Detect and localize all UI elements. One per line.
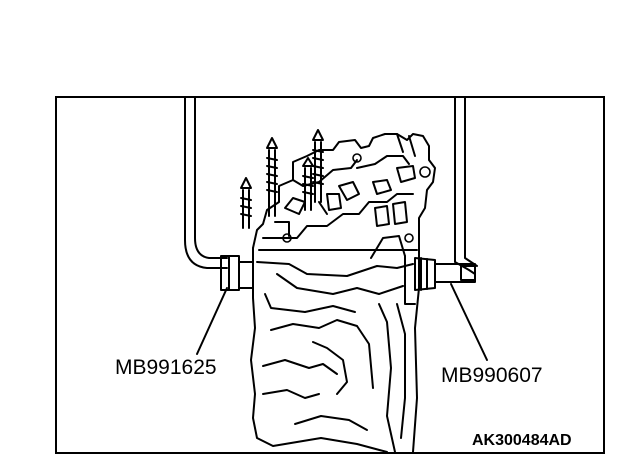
- adapter-right: [414, 257, 436, 291]
- tool-label-mb990607: MB990607: [441, 364, 543, 387]
- figure-id: AK300484AD: [472, 432, 572, 449]
- transmission-upper: [252, 133, 436, 249]
- special-tool-bar-right: [434, 98, 478, 283]
- bolts: [240, 129, 324, 229]
- leader-left: [196, 287, 228, 355]
- figure-frame: MB991625 MB990607 AK300484AD: [55, 96, 605, 454]
- leader-right: [450, 283, 488, 361]
- adapter-left: [220, 255, 254, 291]
- transmission-case: [250, 235, 420, 452]
- bolt-heads: [282, 153, 431, 243]
- special-tool-bar-left: [184, 98, 228, 269]
- tool-label-mb991625: MB991625: [115, 356, 217, 379]
- transmission-drawing: [184, 98, 488, 452]
